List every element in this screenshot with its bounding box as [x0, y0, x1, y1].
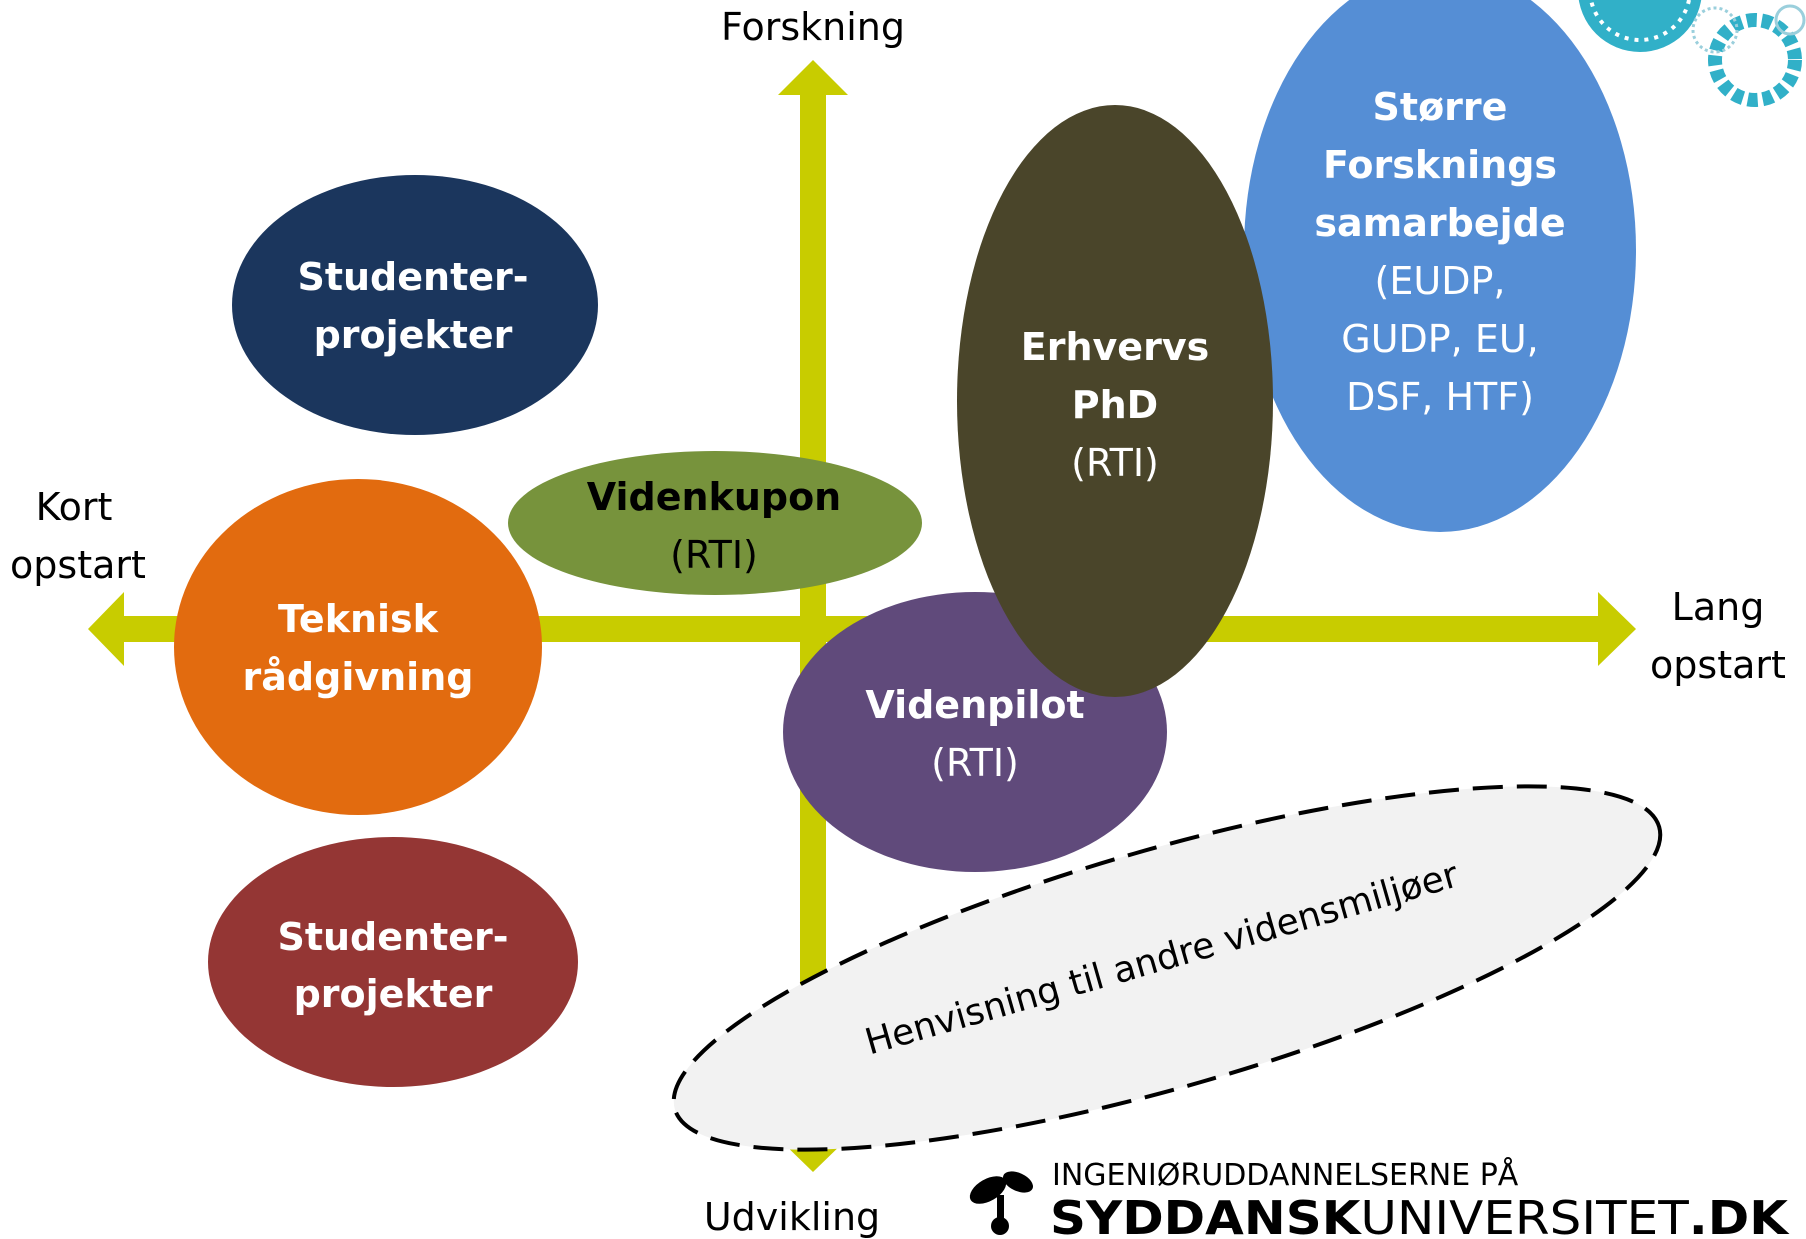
- videnkupon-sub: (RTI): [670, 533, 758, 577]
- bubble-videnkupon: [508, 451, 922, 595]
- gear-decoration-icon: [1578, 0, 1806, 107]
- studenter-top-line2: projekter: [314, 313, 513, 357]
- videnkupon-title: Videnkupon: [587, 475, 841, 519]
- right-arrow-icon: [1598, 592, 1636, 666]
- bubble-erhvervs-phd: [957, 105, 1273, 697]
- axis-label-right-2: opstart: [1650, 643, 1786, 687]
- bubble-storre: [1244, 0, 1636, 532]
- bubble-teknisk: [174, 479, 542, 815]
- axis-label-left-2: opstart: [10, 543, 146, 587]
- axis-label-right-1: Lang: [1672, 585, 1765, 629]
- storre-sub2: GUDP, EU,: [1341, 317, 1539, 361]
- teknisk-line1: Teknisk: [278, 597, 439, 641]
- axis-label-top: Forskning: [721, 5, 905, 49]
- axis-label-left-1: Kort: [36, 485, 113, 529]
- bubble-studenter-bottom: [208, 837, 578, 1087]
- storre-sub3: DSF, HTF): [1346, 375, 1534, 419]
- erhvervs-phd-line1: Erhvervs: [1021, 325, 1209, 369]
- storre-sub1: (EUDP,: [1375, 259, 1506, 303]
- videnpilot-title: Videnpilot: [865, 683, 1084, 727]
- logo-regular: UNIVERSITET: [1360, 1191, 1689, 1239]
- up-arrow-icon: [778, 60, 848, 95]
- storre-line1: Større: [1373, 85, 1508, 129]
- erhvervs-phd-sub: (RTI): [1071, 441, 1159, 485]
- studenter-top-line1: Studenter-: [297, 255, 528, 299]
- videnpilot-sub: (RTI): [931, 741, 1019, 785]
- bubble-studenter-top: [232, 175, 598, 435]
- left-arrow-icon: [88, 592, 124, 666]
- logo-bold: SYDDANSK: [1050, 1191, 1363, 1239]
- erhvervs-phd-line2: PhD: [1072, 383, 1158, 427]
- logo-line1: INGENIØRUDDANNELSERNE PÅ: [1052, 1157, 1519, 1193]
- sdu-bird-icon: [969, 1171, 1033, 1235]
- logo-suffix: .DK: [1689, 1191, 1791, 1239]
- axis-label-bottom: Udvikling: [704, 1195, 880, 1239]
- storre-line2: Forsknings: [1323, 143, 1557, 187]
- referral-ellipse: [671, 784, 1663, 1152]
- teknisk-line2: rådgivning: [243, 655, 474, 699]
- studenter-bottom-line1: Studenter-: [277, 915, 508, 959]
- studenter-bottom-line2: projekter: [294, 972, 493, 1016]
- storre-line3: samarbejde: [1314, 201, 1565, 245]
